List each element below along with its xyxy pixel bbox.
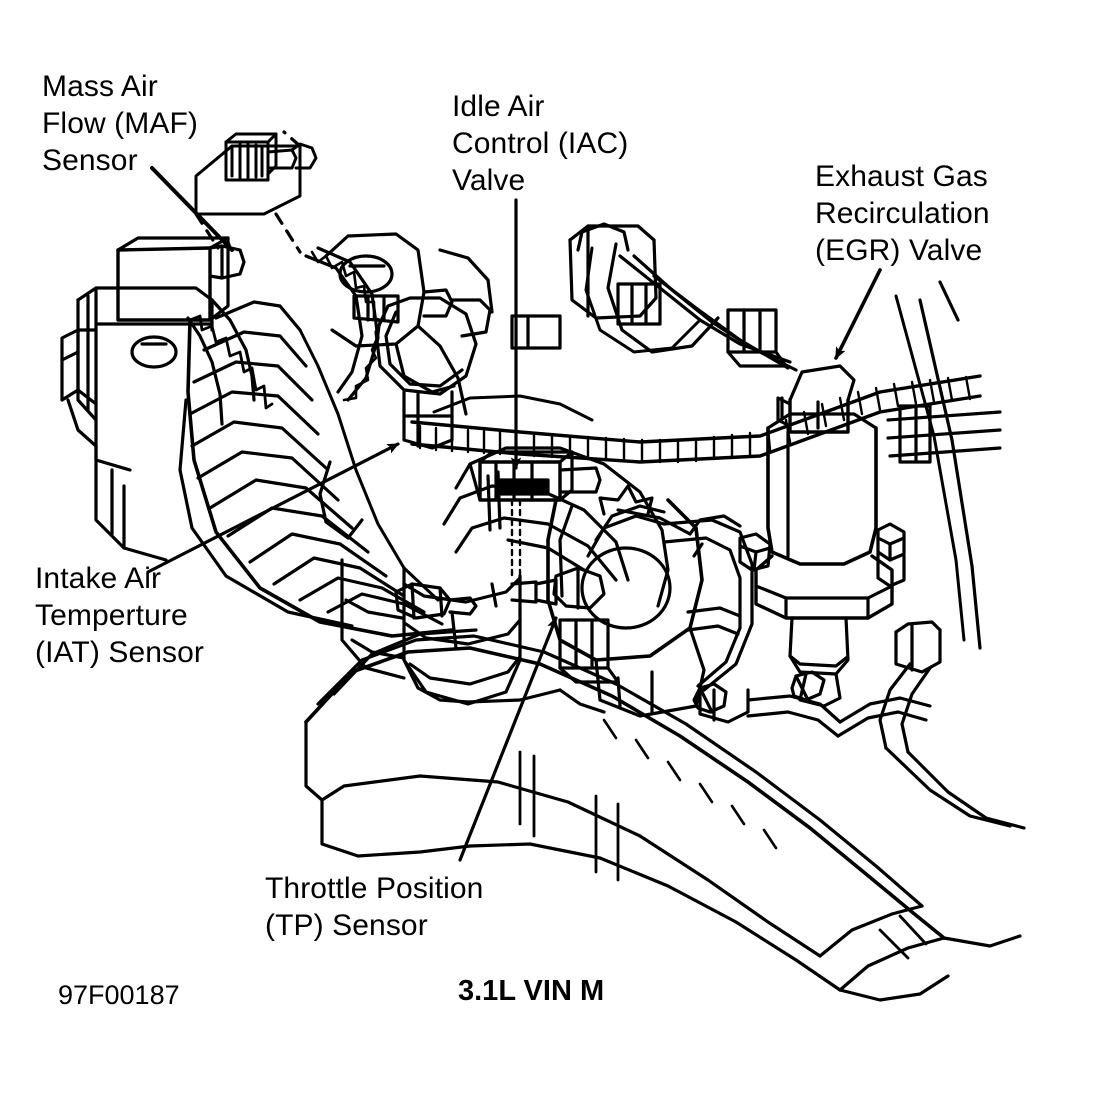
iat-leader-arrow: [146, 442, 400, 574]
upper-intake-manifold: [432, 394, 670, 608]
engine-bay-contours: [884, 280, 1026, 830]
egr-valve-label: Exhaust Gas Recirculation (EGR) Valve: [815, 160, 990, 267]
coolant-hoses: [662, 514, 942, 754]
idle-air-control-valve: [478, 450, 602, 502]
maf-leader-arrow: [150, 166, 234, 252]
air-cleaner-housing: [60, 286, 214, 562]
duct-throttle-coupler: [340, 498, 522, 706]
upper-plenum-bracket: [324, 232, 494, 416]
wiring-harness: [304, 222, 1002, 464]
figure-code: 97F00187: [58, 980, 180, 1010]
idle-air-control-valve-label: Idle Air Control (IAC) Valve: [452, 90, 629, 197]
mass-air-flow-sensor-label: Mass Air Flow (MAF) Sensor: [42, 70, 198, 177]
maf-connector-detail: [224, 132, 318, 182]
intake-air-temperature-sensor-label: Intake Air Temperture (IAT) Sensor: [35, 562, 205, 669]
mass-air-flow-sensor: [116, 236, 246, 322]
tp-leader-arrow: [458, 616, 558, 862]
egr-leader-arrow: [834, 268, 882, 360]
lower-left-hoses: [402, 610, 606, 714]
figure-caption: 3.1L VIN M: [458, 975, 605, 1007]
intake-air-temperature-sensor: [394, 582, 478, 620]
egr-valve: [738, 364, 906, 708]
throttle-position-sensor-label: Throttle Position (TP) Sensor: [265, 872, 484, 942]
lower-intake-manifold: [304, 628, 1022, 1002]
